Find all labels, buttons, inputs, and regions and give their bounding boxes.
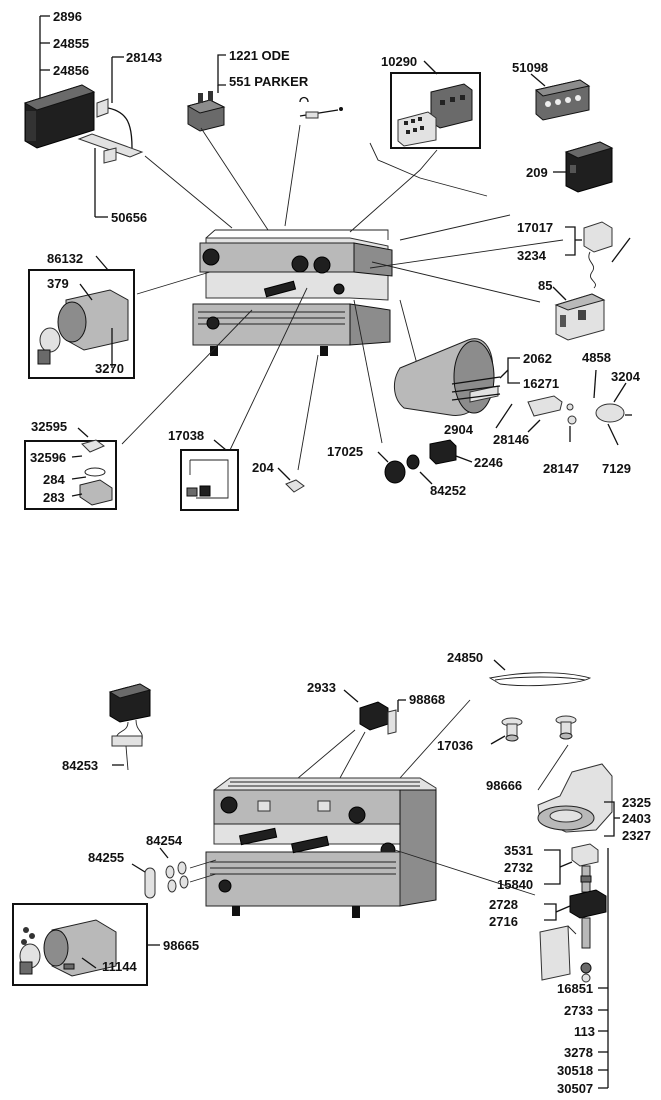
- pressostat-part: [565, 221, 631, 289]
- label-84255: 84255: [88, 850, 124, 865]
- label-30507: 30507: [557, 1081, 593, 1096]
- label-98868: 98868: [409, 692, 445, 707]
- label-32595: 32595: [31, 419, 67, 434]
- control-panel-assembly-part: [390, 60, 481, 149]
- label-2246: 2246: [474, 455, 503, 470]
- valve-assembly-box: [24, 427, 117, 510]
- mounting-bolts-part: [131, 847, 217, 899]
- label-1221-ode: 1221 ODE: [229, 48, 290, 63]
- label-28146: 28146: [493, 432, 529, 447]
- fittings-part: [490, 715, 577, 791]
- label-7129: 7129: [602, 461, 631, 476]
- label-2728: 2728: [489, 897, 518, 912]
- button-panel-part: [530, 73, 591, 121]
- solenoid-valve-part: [186, 54, 226, 132]
- heater-flange-part: [495, 369, 632, 446]
- small-valve-part: [277, 467, 305, 493]
- label-24856: 24856: [53, 63, 89, 78]
- label-204: 204: [252, 460, 274, 475]
- label-24850: 24850: [447, 650, 483, 665]
- label-84254: 84254: [146, 833, 183, 848]
- label-17017: 17017: [517, 220, 553, 235]
- label-24855: 24855: [53, 36, 89, 51]
- label-15840: 15840: [497, 877, 533, 892]
- gasket-part: [399, 659, 592, 779]
- label-17038: 17038: [168, 428, 204, 443]
- bottom-section: 24850 2933 98868 84253: [12, 650, 651, 1096]
- label-28147: 28147: [543, 461, 579, 476]
- label-3204: 3204: [611, 369, 641, 384]
- label-11144: 11144: [102, 959, 137, 974]
- relay-part: [552, 286, 606, 341]
- label-98665: 98665: [163, 938, 199, 953]
- label-113: 113: [574, 1024, 595, 1039]
- pump-motor-box-bottom: [12, 903, 160, 986]
- label-10290: 10290: [381, 54, 417, 69]
- label-28143: 28143: [126, 50, 162, 65]
- label-2327: 2327: [622, 828, 651, 843]
- solenoid-column-part: [539, 843, 609, 1089]
- label-2733: 2733: [564, 1003, 593, 1018]
- label-86132: 86132: [47, 251, 83, 266]
- label-51098: 51098: [512, 60, 548, 75]
- label-2933: 2933: [307, 680, 336, 695]
- label-50656: 50656: [111, 210, 147, 225]
- label-30518: 30518: [557, 1063, 593, 1078]
- label-85: 85: [538, 278, 552, 293]
- probe-part: [299, 96, 343, 119]
- label-2904: 2904: [444, 422, 474, 437]
- label-84252: 84252: [430, 483, 466, 498]
- cover-part: [553, 141, 614, 193]
- label-17025: 17025: [327, 444, 363, 459]
- espresso-machine-main: [192, 229, 393, 356]
- knob-and-switch-part: [377, 439, 473, 485]
- top-section: 2896 24855 24856 28143 50656 1221 ODE 55…: [23, 9, 641, 511]
- leader-lines-top: [121, 124, 564, 471]
- controller-wiring-part: [108, 683, 152, 771]
- label-3270: 3270: [95, 361, 124, 376]
- label-17036: 17036: [437, 738, 473, 753]
- label-2325: 2325: [622, 795, 651, 810]
- label-84253: 84253: [62, 758, 98, 773]
- pump-motor-box: [28, 255, 135, 379]
- label-2732: 2732: [504, 860, 533, 875]
- label-2896: 2896: [53, 9, 82, 24]
- label-16271: 16271: [523, 376, 559, 391]
- label-284: 284: [43, 472, 65, 487]
- label-4858: 4858: [582, 350, 611, 365]
- bracket-box: [180, 439, 239, 511]
- group-head-casting-part: [537, 763, 620, 837]
- label-3234: 3234: [517, 248, 547, 263]
- label-2716: 2716: [489, 914, 518, 929]
- label-2062: 2062: [523, 351, 552, 366]
- boiler-part: [394, 338, 501, 417]
- label-551-parker: 551 PARKER: [229, 74, 309, 89]
- label-3531: 3531: [504, 843, 533, 858]
- label-16851: 16851: [557, 981, 593, 996]
- label-379: 379: [47, 276, 69, 291]
- label-2403: 2403: [622, 811, 651, 826]
- label-3278: 3278: [564, 1045, 593, 1060]
- controller-box-part: [23, 15, 144, 218]
- label-98666: 98666: [486, 778, 522, 793]
- espresso-machine-bottom: [205, 777, 536, 918]
- label-209: 209: [526, 165, 548, 180]
- label-32596: 32596: [30, 450, 66, 465]
- label-283: 283: [43, 490, 65, 505]
